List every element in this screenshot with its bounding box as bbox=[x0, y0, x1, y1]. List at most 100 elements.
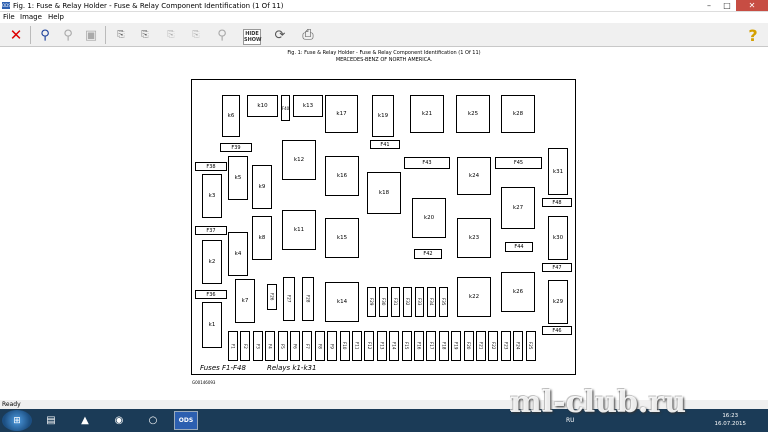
fuse-f36: F36 bbox=[195, 290, 227, 299]
rotate-icon[interactable]: ⟳ bbox=[274, 27, 286, 43]
hide-show-button[interactable]: HIDE SHOW bbox=[242, 27, 262, 47]
zoom-out-icon[interactable]: ⚲ bbox=[63, 27, 73, 43]
fuse-f14: F14 bbox=[389, 331, 400, 361]
fuse-f21: F21 bbox=[476, 331, 486, 361]
fuse-f10: F10 bbox=[339, 331, 350, 361]
relay-k13: k13 bbox=[293, 95, 323, 117]
language-indicator[interactable]: RU bbox=[566, 417, 575, 424]
hide-show-icon: HIDE SHOW bbox=[243, 29, 262, 45]
fuse-f40: F40 bbox=[281, 95, 290, 121]
relay-k4: k4 bbox=[228, 232, 248, 276]
relay-k26: k26 bbox=[501, 272, 535, 312]
next-figure-icon[interactable]: ⎘ bbox=[167, 30, 175, 40]
fuses-label: Fuses F1-F48 bbox=[200, 364, 246, 372]
zoom-in-icon[interactable]: ⚲ bbox=[40, 27, 50, 43]
relay-k24: k24 bbox=[457, 157, 491, 195]
circle-app-icon[interactable]: ○ bbox=[148, 415, 158, 426]
start-button[interactable]: ⊞ bbox=[2, 410, 32, 431]
relay-k14: k14 bbox=[325, 282, 359, 322]
fuse-f25: F25 bbox=[525, 331, 536, 361]
clock-date: 16.07.2015 bbox=[714, 421, 747, 427]
fuse-f3: F3 bbox=[252, 331, 263, 361]
explorer-icon[interactable]: ▤ bbox=[46, 415, 56, 426]
relay-k2: k2 bbox=[202, 240, 222, 284]
relays-label: Relays k1-k31 bbox=[267, 364, 317, 372]
maximize-button[interactable]: □ bbox=[723, 1, 731, 10]
relay-k18: k18 bbox=[367, 172, 401, 214]
relay-k5: k5 bbox=[228, 156, 248, 200]
relay-k15: k15 bbox=[325, 218, 359, 258]
fuse-f12: F12 bbox=[364, 331, 375, 361]
relay-k31: k31 bbox=[548, 148, 568, 195]
fuse-f16: F16 bbox=[414, 331, 424, 361]
figure-caption: Fig. 1: Fuse & Relay Holder - Fuse & Rel… bbox=[287, 50, 481, 56]
menu-image[interactable]: Image bbox=[20, 13, 42, 21]
toolbar: ✕ ⚲ ⚲ ▣ ⎘ ⎘ ⎘ ⎘ ⚲ HIDE SHOW ⟳ ⎙ ? bbox=[0, 23, 768, 47]
ods-taskbar-button[interactable]: ODS bbox=[174, 411, 198, 430]
app-a-icon[interactable]: ▲ bbox=[81, 415, 89, 426]
fuse-f33: F33 bbox=[415, 287, 424, 317]
fuse-f43: F43 bbox=[404, 157, 450, 169]
fuse-f34: F34 bbox=[427, 287, 436, 317]
relay-k28: k28 bbox=[501, 95, 535, 133]
relay-k6: k6 bbox=[222, 95, 240, 137]
fuse-f42: F42 bbox=[414, 249, 442, 259]
fit-icon[interactable]: ▣ bbox=[84, 27, 98, 43]
fuse-f26: F26 bbox=[267, 284, 277, 310]
previous-figure-icon[interactable]: ⎘ bbox=[141, 30, 149, 40]
toolbar-separator bbox=[30, 26, 31, 44]
relay-k29: k29 bbox=[548, 280, 568, 324]
fuse-f35: F35 bbox=[439, 287, 448, 317]
relay-k7: k7 bbox=[235, 279, 255, 323]
fuse-f8: F8 bbox=[314, 331, 325, 361]
fuse-f17: F17 bbox=[426, 331, 437, 361]
relay-k21: k21 bbox=[410, 95, 444, 133]
relay-k10: k10 bbox=[247, 95, 278, 117]
fuse-f39: F39 bbox=[220, 143, 252, 152]
fuse-f11: F11 bbox=[352, 331, 362, 361]
fuse-f1: F1 bbox=[228, 331, 238, 361]
fuse-f37: F37 bbox=[195, 226, 227, 235]
fuse-f27: F27 bbox=[283, 277, 295, 321]
network-app-icon[interactable]: ◉ bbox=[114, 415, 124, 426]
clock[interactable]: 16:23 16.07.2015 bbox=[715, 412, 747, 428]
relay-k1: k1 bbox=[202, 302, 222, 348]
fuse-f45: F45 bbox=[495, 157, 542, 169]
first-figure-icon[interactable]: ⎘ bbox=[117, 30, 125, 40]
menu-file[interactable]: File bbox=[3, 13, 15, 21]
find-icon[interactable]: ⚲ bbox=[217, 27, 227, 43]
relay-k30: k30 bbox=[548, 216, 568, 260]
taskbar: ⊞ ▤ ▲ ◉ ○ ODS RU 16:23 16.07.2015 bbox=[0, 409, 768, 432]
fuse-f15: F15 bbox=[401, 331, 412, 361]
minimize-button[interactable]: – bbox=[707, 1, 711, 10]
fuse-f30: F30 bbox=[379, 287, 388, 317]
fuse-f23: F23 bbox=[500, 331, 511, 361]
fuse-f4: F4 bbox=[265, 331, 276, 361]
last-figure-icon[interactable]: ⎘ bbox=[192, 30, 200, 40]
hide-label: HIDE bbox=[245, 31, 259, 37]
fuse-f32: F32 bbox=[403, 287, 412, 317]
fuse-f48-top: F48 bbox=[542, 198, 572, 207]
help-icon[interactable]: ? bbox=[748, 25, 758, 45]
fuse-f44: F44 bbox=[505, 242, 533, 252]
relay-k17: k17 bbox=[325, 95, 358, 133]
close-button[interactable]: ✕ bbox=[736, 0, 768, 11]
close-x-icon[interactable]: ✕ bbox=[9, 26, 23, 44]
fuse-f38: F38 bbox=[195, 162, 227, 171]
relay-k3: k3 bbox=[202, 174, 222, 218]
toolbar-separator bbox=[105, 26, 106, 44]
fuse-f19: F19 bbox=[451, 331, 462, 361]
menu-help[interactable]: Help bbox=[48, 13, 64, 21]
fuse-f41: F41 bbox=[370, 140, 400, 149]
app-icon: ODS bbox=[2, 2, 11, 9]
fuse-f6: F6 bbox=[290, 331, 300, 361]
relay-k23: k23 bbox=[457, 218, 491, 258]
fuse-f7: F7 bbox=[302, 331, 313, 361]
status-bar: Ready bbox=[0, 400, 768, 409]
relay-k19: k19 bbox=[372, 95, 394, 137]
relay-k25: k25 bbox=[456, 95, 490, 133]
print-icon[interactable]: ⎙ bbox=[302, 27, 314, 43]
relay-k16: k16 bbox=[325, 156, 359, 196]
fuse-f22: F22 bbox=[488, 331, 499, 361]
fuse-f29: F29 bbox=[367, 287, 376, 317]
